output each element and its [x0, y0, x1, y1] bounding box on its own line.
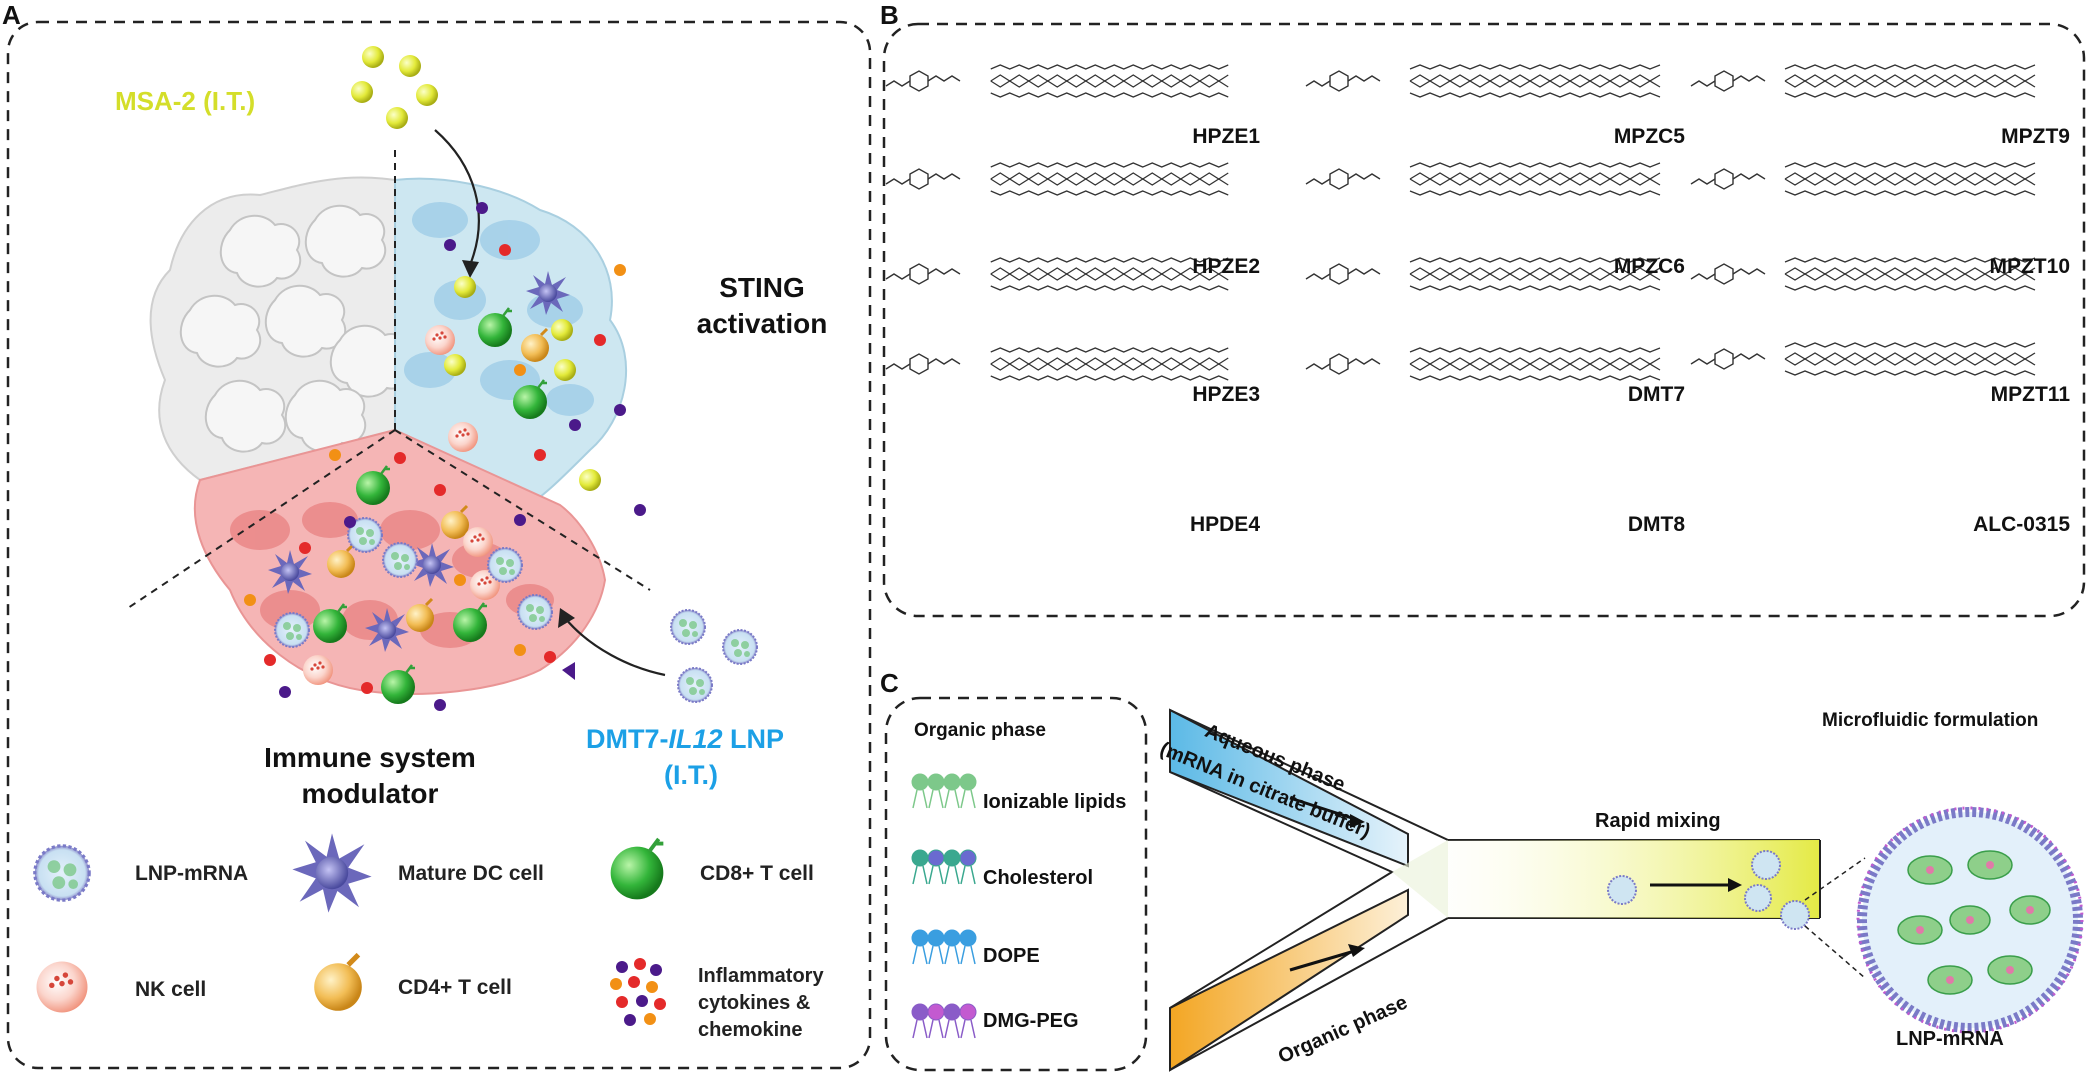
msa2-label: MSA-2 (I.T.) — [115, 86, 256, 116]
panel-b-letter: B — [880, 0, 899, 30]
legend-nk-label: NK cell — [135, 978, 207, 1001]
sting-label-line1: STING — [719, 272, 805, 303]
legend-cytokine-label-line2: cytokines & — [698, 992, 811, 1014]
legend-cd4-label: CD4+ T cell — [398, 976, 512, 999]
legend-nk-icon — [36, 961, 88, 1013]
lipid-name-mpzt9: MPZT9 — [2001, 125, 2070, 148]
legend-cd4-icon — [314, 955, 362, 1011]
component-dmg-peg: DMG-PEG — [983, 1010, 1079, 1032]
legend-lnp-label: LNP-mRNA — [135, 862, 249, 885]
immune-label-line2: modulator — [301, 778, 439, 809]
incoming-lnp-3 — [677, 667, 713, 703]
lipid-name-hpze1: HPZE1 — [1192, 125, 1260, 148]
lnp-injection-label: DMT7-IL12 LNP — [586, 724, 785, 754]
organic-box-title: Organic phase — [914, 720, 1046, 741]
panel-b-structures — [882, 22, 2086, 618]
component-dope: DOPE — [983, 945, 1040, 967]
lipid-name-mpzt11: MPZT11 — [1990, 383, 2070, 406]
lipid-name-dmt8: DMT8 — [1627, 513, 1685, 536]
incoming-lnp-1 — [670, 609, 706, 645]
incoming-lnp-2 — [722, 629, 758, 665]
microfluidic-formulation-label: Microfluidic formulation — [1822, 710, 2039, 731]
lipid-name-hpde4: HPDE4 — [1189, 513, 1260, 536]
lipid-name-mpzt10: MPZT10 — [1989, 255, 2070, 278]
lipid-name-alc0315: ALC-0315 — [1973, 513, 2070, 536]
legend-cd8-label: CD8+ T cell — [700, 862, 814, 885]
component-cholesterol: Cholesterol — [983, 867, 1094, 889]
legend-dc-label: Mature DC cell — [398, 862, 544, 885]
lipid-name-mpzc5: MPZC5 — [1613, 125, 1685, 148]
lnp-mrna-product-label: LNP-mRNA — [1896, 1028, 2004, 1050]
legend-cytokine-icon — [610, 958, 666, 1026]
legend-lnp-icon — [33, 844, 91, 902]
panel-c-letter: C — [880, 668, 899, 698]
immune-label-line1: Immune system — [264, 742, 476, 773]
legend-cytokine-label-line3: chemokine — [698, 1019, 803, 1041]
legend-cytokine-label-line1: Inflammatory — [698, 965, 824, 987]
legend-dc-icon — [292, 833, 372, 913]
lnp-injection-label-line2: (I.T.) — [664, 760, 718, 790]
msa2-particles — [351, 46, 438, 129]
panel-a-diagram — [6, 20, 872, 1070]
lipid-name-mpzc6: MPZC6 — [1613, 255, 1685, 278]
panel-c-diagram — [884, 696, 2084, 1072]
panel-a-letter: A — [2, 0, 21, 30]
legend-cd8-icon — [608, 836, 666, 902]
component-ionizable-lipids: Ionizable lipids — [983, 791, 1127, 813]
rapid-mixing-label: Rapid mixing — [1595, 810, 1721, 832]
lipid-name-hpze2: HPZE2 — [1192, 255, 1260, 278]
lnp-mrna-particle — [1856, 806, 2084, 1034]
lipid-name-dmt7: DMT7 — [1627, 383, 1685, 406]
sting-label-line2: activation — [696, 308, 828, 339]
lipid-name-hpze3: HPZE3 — [1192, 383, 1260, 406]
